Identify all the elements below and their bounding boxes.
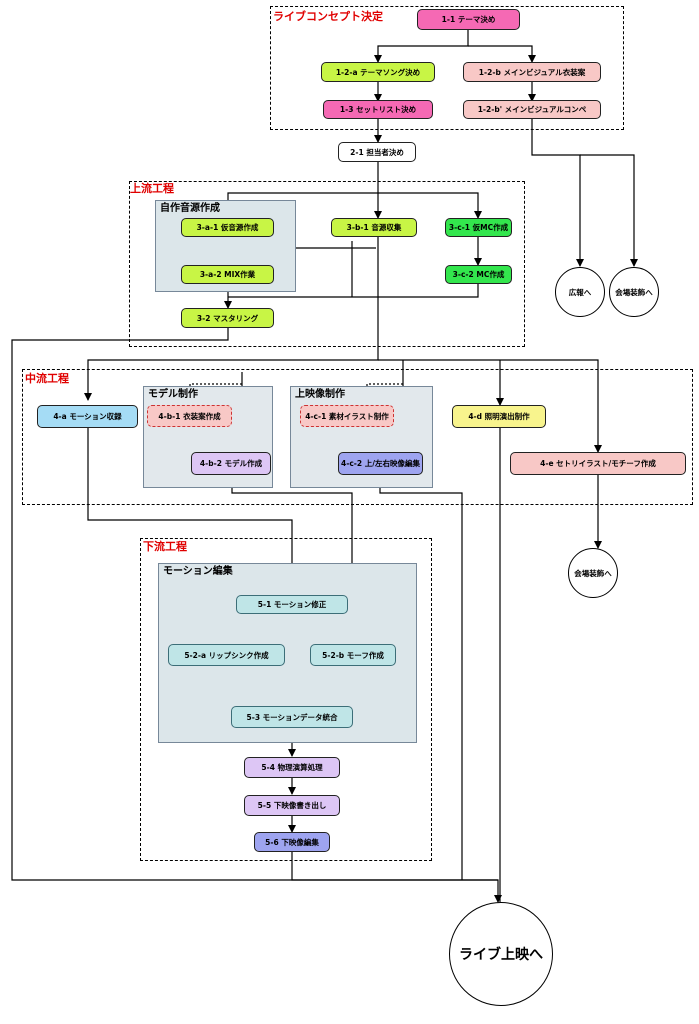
subgroup-title: モデル制作: [148, 389, 198, 400]
group-downstream: [140, 538, 432, 861]
subgroup-title: 自作音源作成: [160, 203, 220, 214]
node-4-c-1[interactable]: 4-c-1 素材イラスト制作: [300, 405, 394, 427]
edge: [11, 328, 498, 881]
group-title-downstream: 下流工程: [143, 540, 187, 553]
group-title-upstream: 上流工程: [130, 182, 174, 195]
node-3-a-1[interactable]: 3-a-1 仮音源作成: [181, 218, 274, 237]
subgroup-title: 上映像制作: [295, 389, 345, 400]
edge: [468, 45, 536, 63]
edge: [84, 236, 379, 401]
node-2-1[interactable]: 2-1 担当者決め: [338, 142, 416, 162]
group-concept: [270, 6, 624, 130]
node-4-b-2[interactable]: 4-b-2 モデル作成: [191, 452, 271, 475]
group-title-concept: ライブコンセプト決定: [273, 10, 383, 23]
node-5-2-b[interactable]: 5-2-b モーフ作成: [310, 644, 396, 666]
node-3-c-2[interactable]: 3-c-2 MC作成: [445, 265, 512, 284]
node-4-b-1[interactable]: 4-b-1 衣装案作成: [147, 405, 232, 427]
node-5-2-a[interactable]: 5-2-a リップシンク作成: [168, 644, 285, 666]
node-1-2-b[interactable]: 1-2-b メインビジュアル衣装案: [463, 62, 601, 82]
node-5-5[interactable]: 5-5 下映像書き出し: [244, 795, 340, 816]
node-5-1[interactable]: 5-1 モーション修正: [236, 595, 348, 614]
node-3-a-2[interactable]: 3-a-2 MIX作業: [181, 265, 274, 284]
node-4-d[interactable]: 4-d 照明演出制作: [452, 405, 546, 428]
node-4-e[interactable]: 4-e セトリイラスト/モチーフ作成: [510, 452, 686, 475]
node-5-3[interactable]: 5-3 モーションデータ統合: [231, 706, 353, 728]
group-title-midstream: 中流工程: [25, 372, 69, 385]
node-4-a[interactable]: 4-a モーション収録: [37, 405, 138, 428]
group-upstream: [129, 181, 525, 347]
node-3-2[interactable]: 3-2 マスタリング: [181, 308, 274, 328]
edge: [378, 192, 482, 219]
edge: [374, 30, 469, 63]
subgroup-title: モーション編集: [163, 566, 233, 577]
terminal-venue-2[interactable]: 会場装飾へ: [568, 548, 618, 598]
edge: [378, 359, 602, 453]
terminal-live[interactable]: ライブ上映へ: [449, 902, 553, 1006]
edge: [291, 852, 502, 903]
edge: [87, 428, 296, 596]
edge: [580, 154, 638, 267]
node-1-1[interactable]: 1-1 テーマ決め: [417, 9, 520, 30]
node-1-3[interactable]: 1-3 セットリスト決め: [323, 100, 433, 119]
terminal-pr[interactable]: 広報へ: [555, 267, 605, 317]
node-5-4[interactable]: 5-4 物理演算処理: [244, 757, 340, 778]
node-3-b-1[interactable]: 3-b-1 音源収集: [331, 218, 417, 237]
edge: [531, 119, 584, 267]
node-4-c-2[interactable]: 4-c-2 上/左右映像編集: [338, 452, 423, 475]
group-midstream: [22, 369, 693, 505]
node-1-2-b-prime[interactable]: 1-2-b' メインビジュアルコンペ: [463, 100, 601, 119]
node-3-c-1[interactable]: 3-c-1 仮MC作成: [445, 218, 512, 237]
terminal-venue-1[interactable]: 会場装飾へ: [609, 267, 659, 317]
node-5-6[interactable]: 5-6 下映像編集: [254, 832, 330, 852]
node-1-2-a[interactable]: 1-2-a テーマソング決め: [321, 62, 435, 82]
edge: [228, 283, 479, 298]
